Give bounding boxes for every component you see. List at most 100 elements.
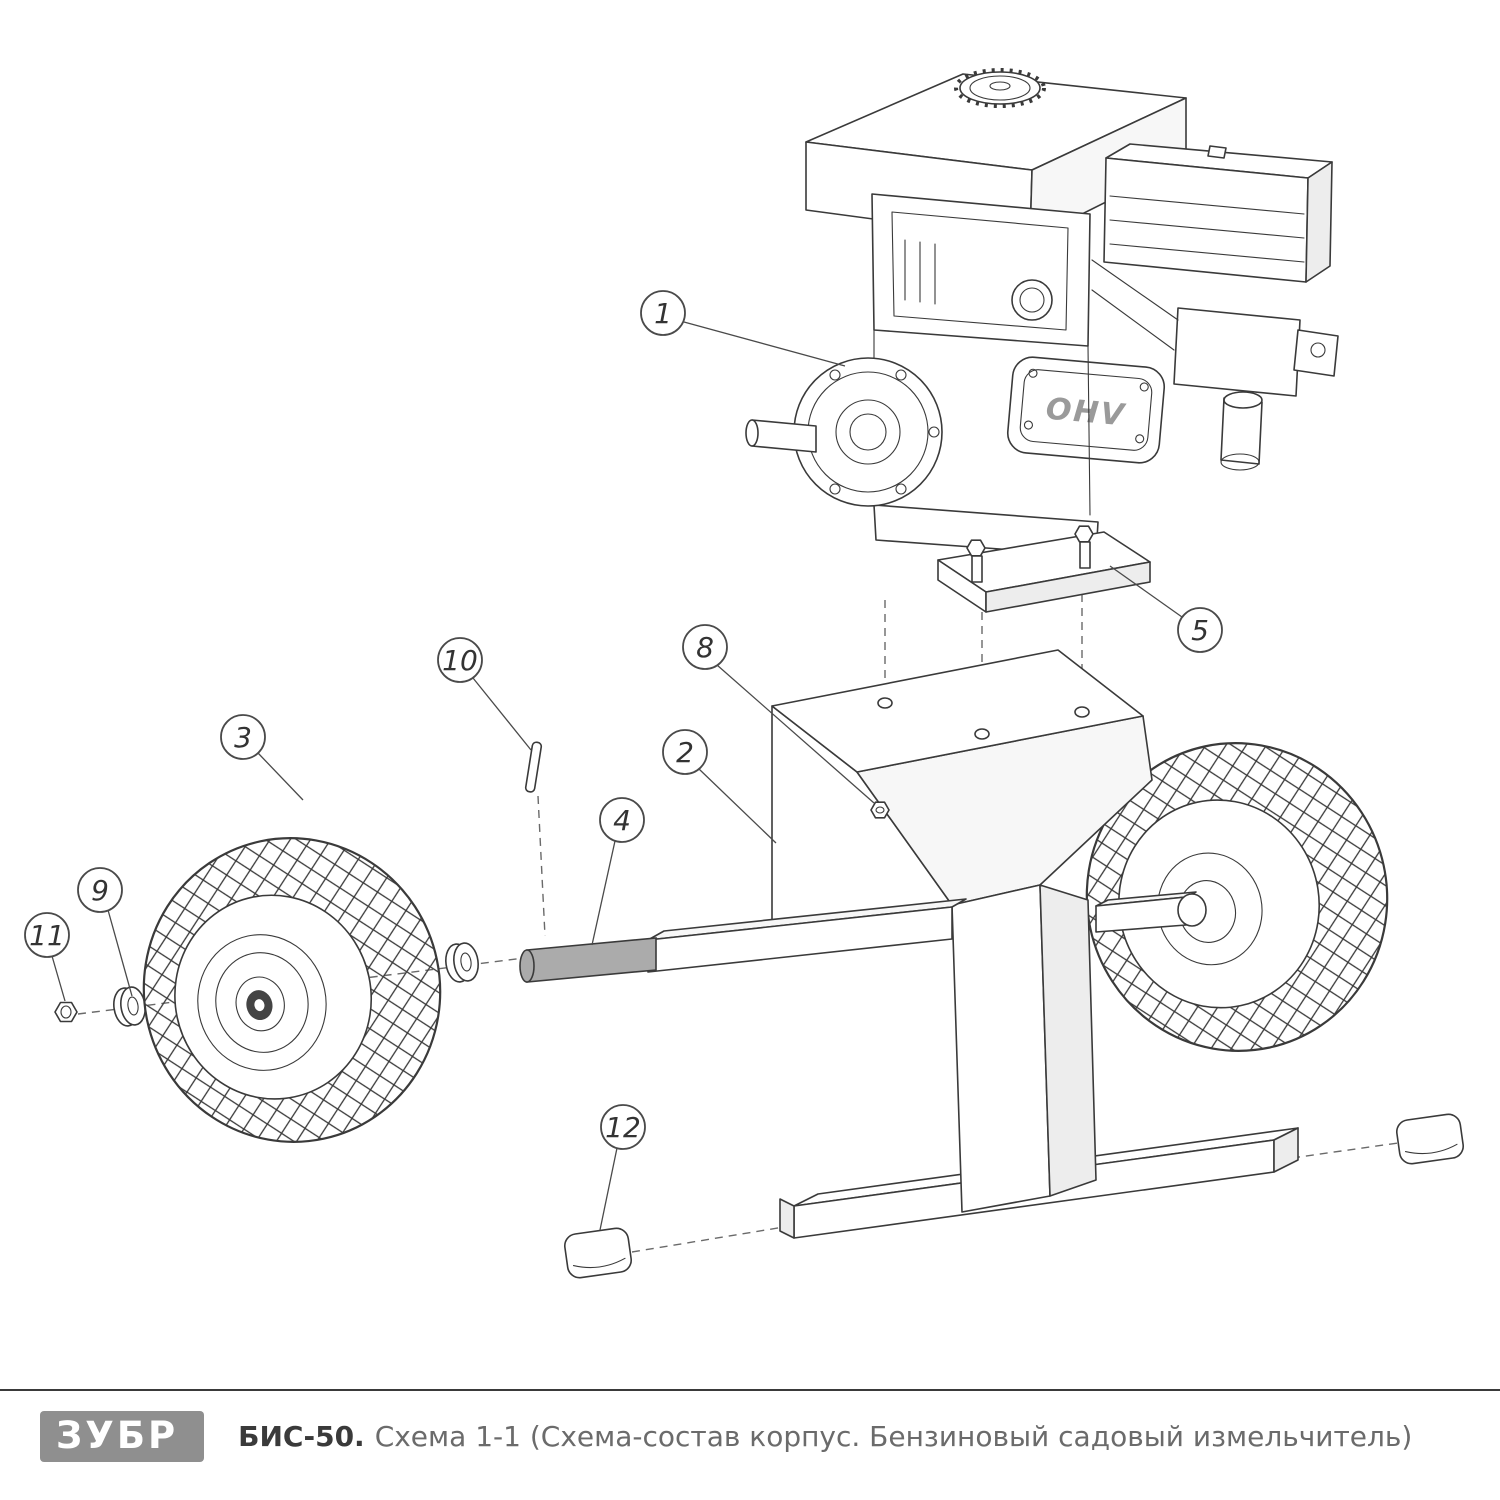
housing-nut [870, 801, 890, 819]
recoil-starter [871, 193, 1091, 347]
zubr-logo-text: ЗУБР [56, 1414, 179, 1457]
diagram-title: БИС-50.Схема 1-1 (Схема-состав корпус. Б… [238, 1420, 1412, 1453]
mount-bolt-head [1074, 525, 1094, 543]
housing-nut-hole [875, 806, 885, 814]
callout-bubble [600, 1104, 646, 1150]
fuel-cap-inner [969, 75, 1031, 101]
axle-shaft [519, 937, 657, 983]
cover-bolt [1139, 382, 1149, 392]
recoil-vents [904, 239, 936, 305]
wheel-right [1085, 742, 1389, 1052]
flange-bolt [895, 369, 907, 381]
callout-2: 2 [662, 729, 777, 844]
callout-4: 4 [591, 797, 645, 946]
callout-5: 5 [1109, 565, 1223, 653]
callout-bubble [24, 912, 70, 958]
footer: ЗУБР БИС-50.Схема 1-1 (Схема-состав корп… [0, 1389, 1500, 1462]
carburetor [1091, 259, 1339, 471]
callout-number: 9 [91, 874, 109, 907]
callout-8: 8 [682, 624, 875, 804]
engine-mount-plate [771, 649, 1144, 773]
ohv-label: OHV [1044, 392, 1127, 434]
crankcase-bore [849, 413, 887, 451]
washer-hole [127, 996, 139, 1016]
callout-1: 1 [640, 290, 846, 367]
leader-line [107, 909, 133, 997]
intake-elbow [1293, 329, 1339, 377]
callout-10: 10 [437, 637, 532, 751]
hub-ring-mid [215, 952, 309, 1053]
engine-base [937, 525, 1151, 613]
leader-line [599, 1147, 618, 1231]
base-end-right [1273, 1127, 1299, 1173]
callout-bubble [640, 290, 686, 336]
housing [771, 649, 1153, 941]
base-plate-side [985, 561, 1151, 613]
leader-line [716, 664, 875, 804]
footcap-axis-dashed-left [631, 1225, 791, 1253]
callout-number: 5 [1191, 614, 1209, 647]
crankcase-hub [835, 399, 901, 465]
cover-bolt [1023, 420, 1034, 430]
washer-face [453, 942, 479, 982]
fuel-cup-bottom [1220, 453, 1260, 471]
valve-cover-body [1006, 356, 1166, 464]
leader-line [683, 321, 846, 367]
axle-washer [445, 942, 479, 983]
crankcase [745, 329, 1099, 557]
callout-number: 4 [613, 804, 631, 837]
flange-bolt [829, 483, 841, 495]
plate-hole [974, 728, 990, 740]
intake-port [1310, 342, 1326, 358]
cover-bolt [1028, 368, 1038, 378]
washer-hole [460, 952, 472, 972]
zubr-logo: ЗУБР [0, 1393, 205, 1462]
air-filter-front [1103, 157, 1309, 283]
housing-leg [951, 884, 1097, 1213]
output-shaft-end [745, 419, 759, 447]
foot-cap-edge [1404, 1143, 1458, 1155]
mount-bolt-shaft [971, 555, 983, 583]
callout-bubble [1177, 607, 1223, 653]
mount-bolt-head [966, 539, 986, 557]
callout-bubble [599, 797, 645, 843]
fuel-cap-ribs [954, 68, 1046, 108]
callout-bubble [682, 624, 728, 670]
callout-3: 3 [220, 714, 304, 801]
leader-line [51, 955, 66, 1002]
callout-number: 1 [654, 297, 672, 330]
callout-number: 2 [676, 736, 694, 769]
foot-cap-body [1396, 1113, 1464, 1165]
callout-bubble [77, 867, 123, 913]
recoil-inset [891, 211, 1069, 331]
valve-cover: OHV [1006, 356, 1166, 464]
leader-line [698, 768, 777, 844]
air-filter-clip [1207, 145, 1227, 159]
callout-12: 12 [599, 1104, 646, 1231]
valve-cover-inset [1019, 369, 1153, 451]
mount-bolt-shaft [1079, 541, 1091, 569]
fuel-cap [959, 71, 1041, 105]
foot-cap-left [564, 1227, 632, 1279]
pin-axis-dashed [537, 795, 546, 937]
nut-hole [60, 1005, 72, 1019]
output-shaft [751, 419, 817, 453]
hub-ring-outer [197, 934, 327, 1071]
plate-hole [1074, 706, 1090, 718]
leader-line [257, 752, 304, 801]
footcap-axis-dashed-right [1291, 1142, 1399, 1159]
fuel-cap-knob [989, 81, 1011, 91]
leader-line [591, 840, 616, 946]
leg-side-face [1039, 884, 1097, 1197]
callout-number: 8 [696, 631, 714, 664]
callout-bubble [437, 637, 483, 683]
axle-shaft-end [519, 949, 535, 983]
base-end-left [779, 1198, 795, 1239]
hub-bore [254, 999, 265, 1012]
callout-number: 11 [29, 919, 65, 952]
engine: OHV [745, 68, 1339, 613]
foot-cap-body [564, 1227, 632, 1279]
cotter-pin-body [524, 741, 543, 793]
